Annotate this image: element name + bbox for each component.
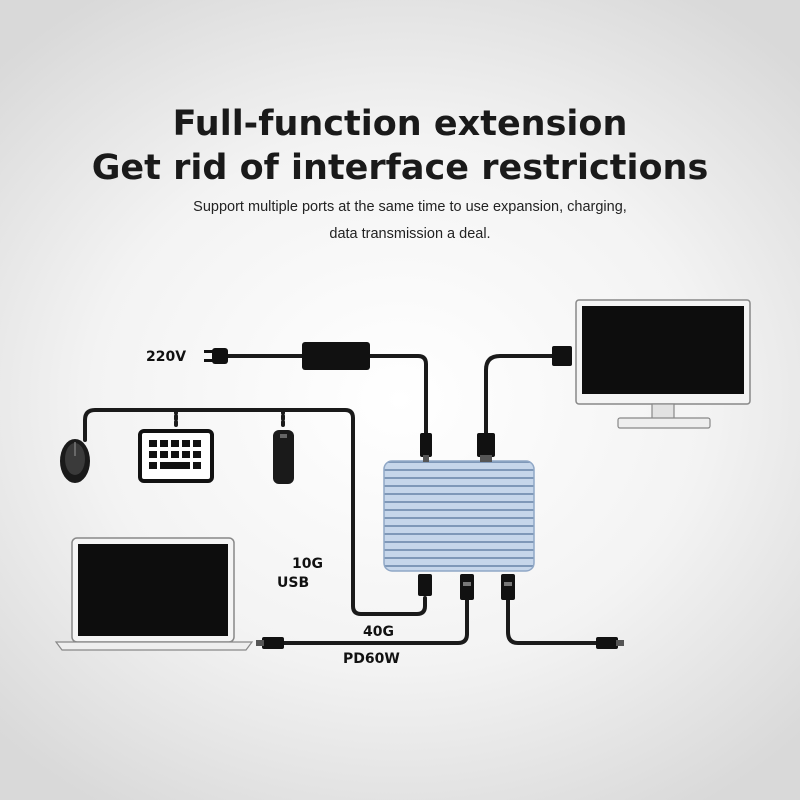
monitor-cable <box>484 354 554 438</box>
output-cable <box>506 598 600 645</box>
power-plug-icon <box>204 348 228 364</box>
usb-bus-cable <box>83 408 427 616</box>
keyboard-icon <box>138 429 214 483</box>
power-cable <box>368 354 428 437</box>
power-label: 220V <box>146 349 187 365</box>
usb-type-label: USB <box>277 575 310 591</box>
power-adapter-icon <box>302 342 370 370</box>
mouse-icon <box>60 439 90 483</box>
cables <box>83 354 600 645</box>
laptop-cable <box>280 598 469 645</box>
usb-speed-label: 10G <box>292 556 323 572</box>
cable-end-left <box>256 637 284 649</box>
monitor-icon <box>552 299 751 429</box>
subtitle-line-1: Support multiple ports at the same time … <box>193 199 627 215</box>
laptop-icon <box>54 537 254 651</box>
thunderbolt-speed-label: 40G <box>363 624 394 640</box>
usb-drive-icon <box>273 430 294 484</box>
cable-end-right <box>596 637 624 649</box>
power-delivery-label: PD60W <box>343 651 400 667</box>
title-line-1: Full-function extension <box>172 104 628 144</box>
hub-icon <box>383 433 535 600</box>
subtitle-line-2: data transmission a deal. <box>329 226 491 242</box>
title-line-2: Get rid of interface restrictions <box>91 148 709 188</box>
